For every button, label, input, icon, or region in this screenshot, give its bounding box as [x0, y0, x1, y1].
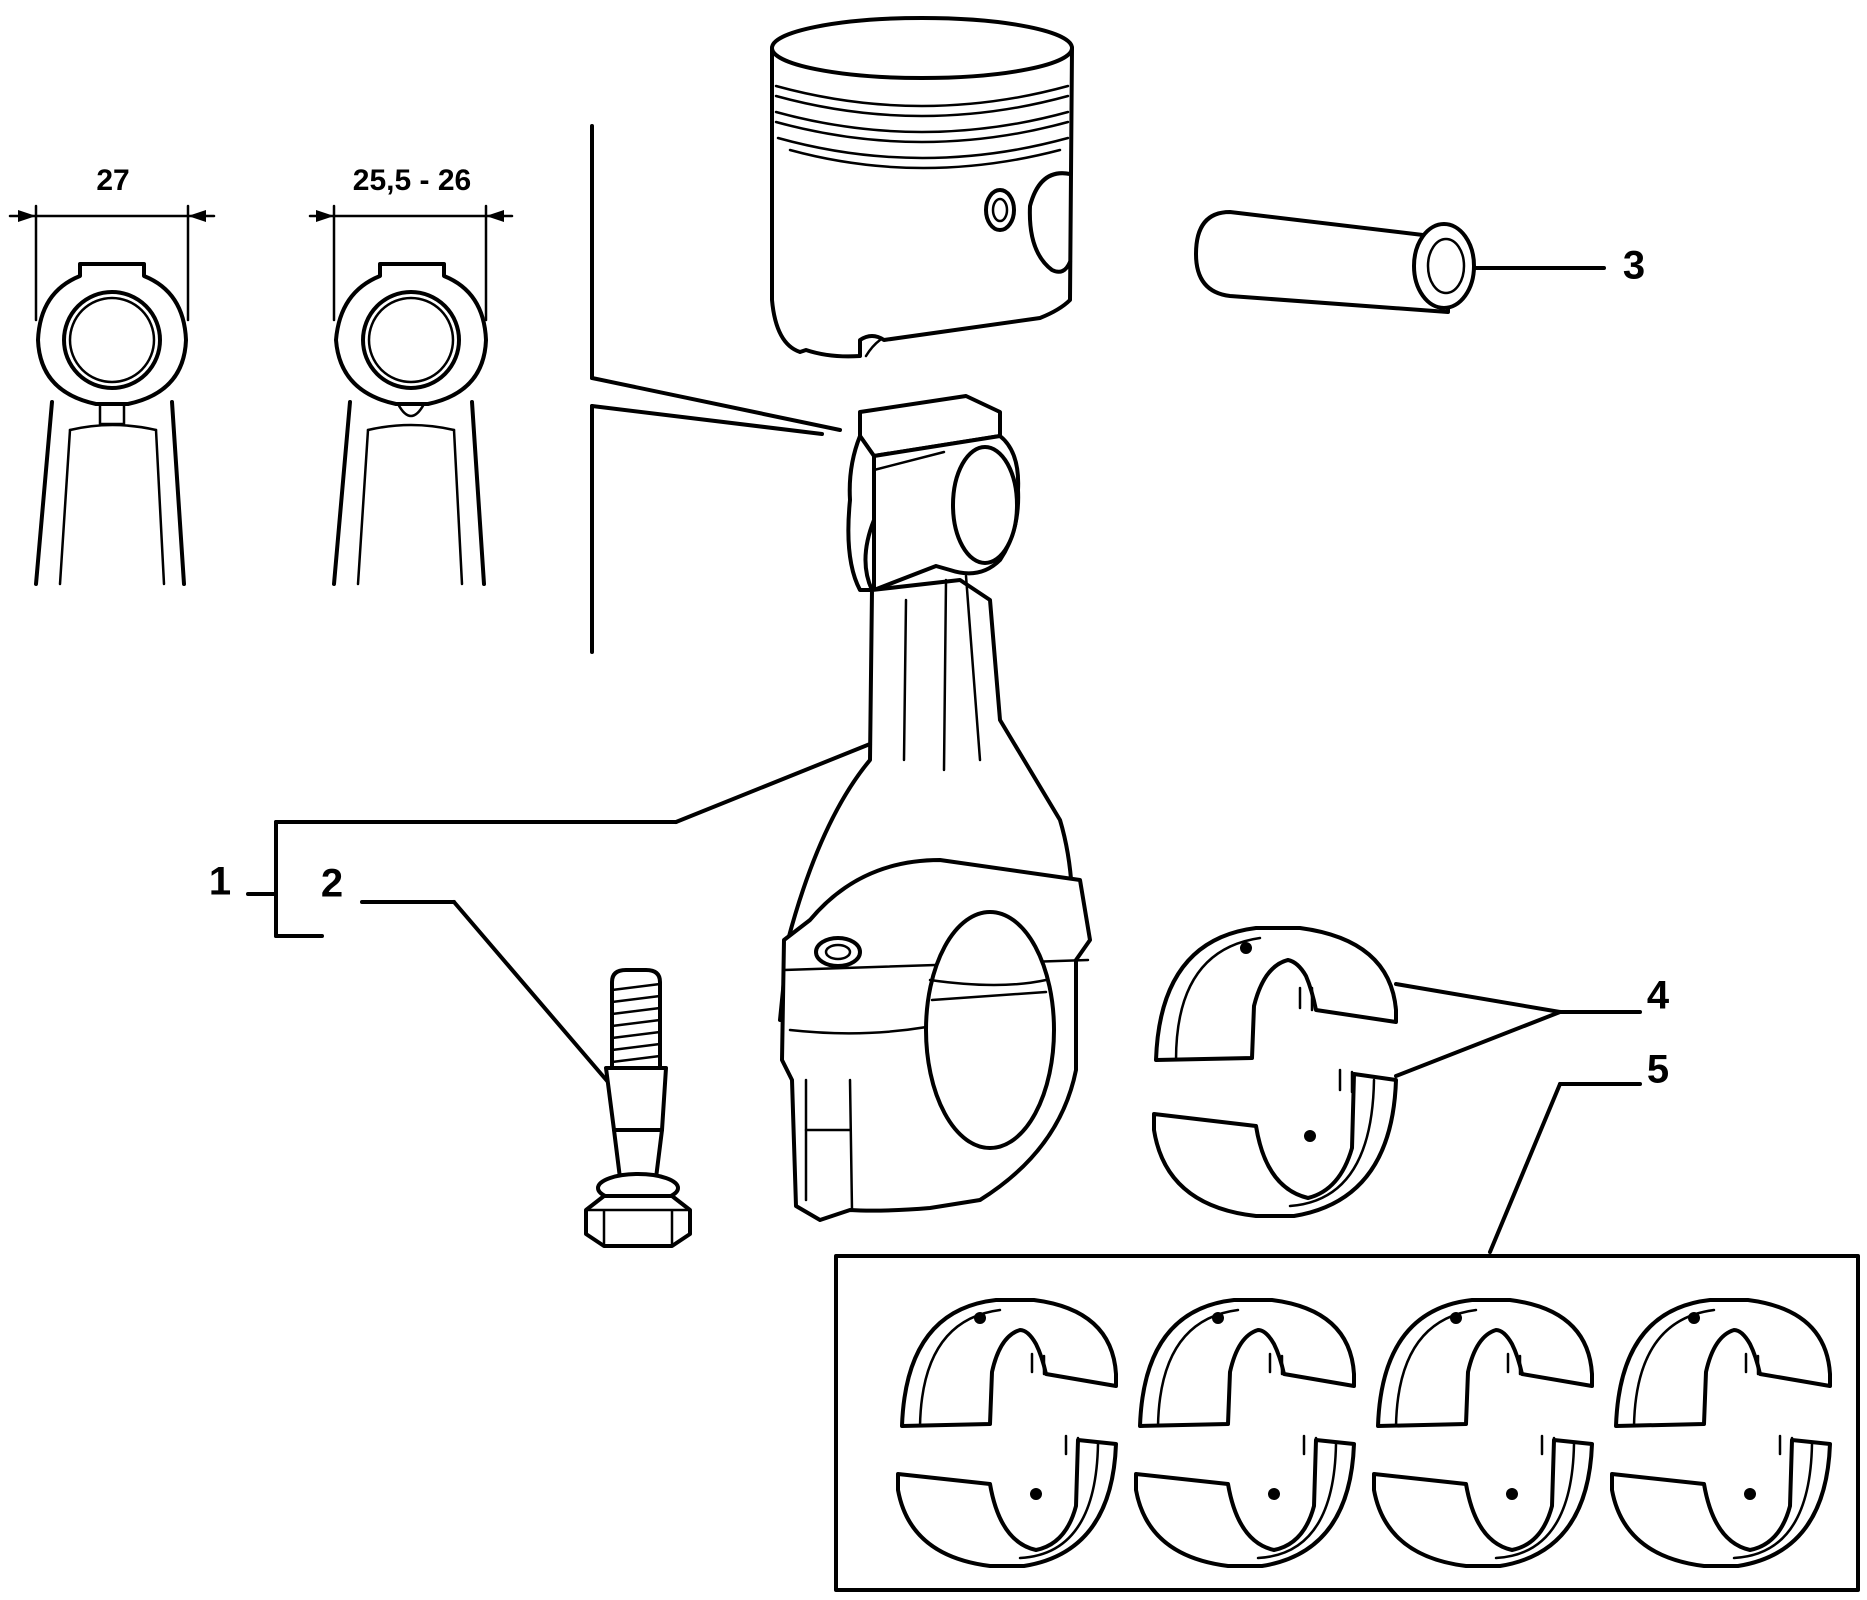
- bearing-shell-outline: [1506, 1352, 1522, 1376]
- bearing-shell-pair: [896, 1298, 1118, 1568]
- bearing-shell-outline: [1302, 1434, 1318, 1458]
- bearing-shell-outline: [1744, 1352, 1760, 1376]
- bearing-shell-outline: [1268, 1352, 1284, 1376]
- bearing-shell-outline: [1494, 1442, 1576, 1560]
- oil-hole-dot: [974, 1312, 986, 1324]
- bearing-shell-pair: [1610, 1298, 1832, 1568]
- oil-hole-dot: [1688, 1312, 1700, 1324]
- bearing-shell-pair-4: 4: [1152, 926, 1670, 1218]
- bearing-shell-outline: [900, 1298, 1118, 1428]
- bearing-shell-outline: [1030, 1352, 1046, 1376]
- bearing-shell-outline: [896, 1438, 1118, 1568]
- callout-1-leader: 1: [209, 742, 872, 938]
- small-end-detail-27: 27: [8, 164, 216, 586]
- oil-hole-dot: [1212, 1312, 1224, 1324]
- bearing-shell-outline: [1256, 1442, 1338, 1560]
- callout-4: 4: [1647, 974, 1670, 1018]
- bearing-shell-outline: [1134, 1438, 1356, 1568]
- bearing-shell-outline: [1778, 1434, 1794, 1458]
- oil-hole-dot: [1506, 1488, 1518, 1500]
- callout-2: 2: [321, 862, 343, 906]
- detail-pointer-lines: [590, 124, 842, 654]
- oil-hole-dot: [1450, 1312, 1462, 1324]
- bearing-shell-outline: [1540, 1434, 1556, 1458]
- oil-hole-dot: [1744, 1488, 1756, 1500]
- callout-3: 3: [1623, 244, 1645, 288]
- dimension-label-27: 27: [96, 164, 129, 197]
- piston: [770, 16, 1074, 359]
- bearing-shell-outline: [1610, 1438, 1832, 1568]
- bearing-shell-outline: [1064, 1434, 1080, 1458]
- small-end-detail-25-26: 25,5 - 26: [308, 164, 514, 586]
- oil-hole-dot: [1030, 1488, 1042, 1500]
- callout-5: 5: [1647, 1048, 1669, 1092]
- bearing-shell-outline: [1018, 1442, 1100, 1560]
- connecting-rod-bolt: 2: [321, 862, 692, 1248]
- connecting-rod: [778, 394, 1092, 1222]
- bearing-shell-outline: [1732, 1442, 1814, 1560]
- dimension-label-25-26: 25,5 - 26: [353, 164, 471, 197]
- bearing-shell-pair: [1372, 1298, 1594, 1568]
- bearing-shell-pairs-row: [896, 1298, 1832, 1568]
- bearing-shell-set-5: 5: [834, 1048, 1860, 1592]
- bearing-shell-pair: [1134, 1298, 1356, 1568]
- oil-hole-dot: [1268, 1488, 1280, 1500]
- bearing-shell-outline: [1614, 1298, 1832, 1428]
- bearing-shell-outline: [1372, 1438, 1594, 1568]
- bearing-shell-outline: [1138, 1298, 1356, 1428]
- piston-pin: 3: [1194, 210, 1645, 314]
- callout-1: 1: [209, 860, 231, 904]
- bearing-shell-outline: [1376, 1298, 1594, 1428]
